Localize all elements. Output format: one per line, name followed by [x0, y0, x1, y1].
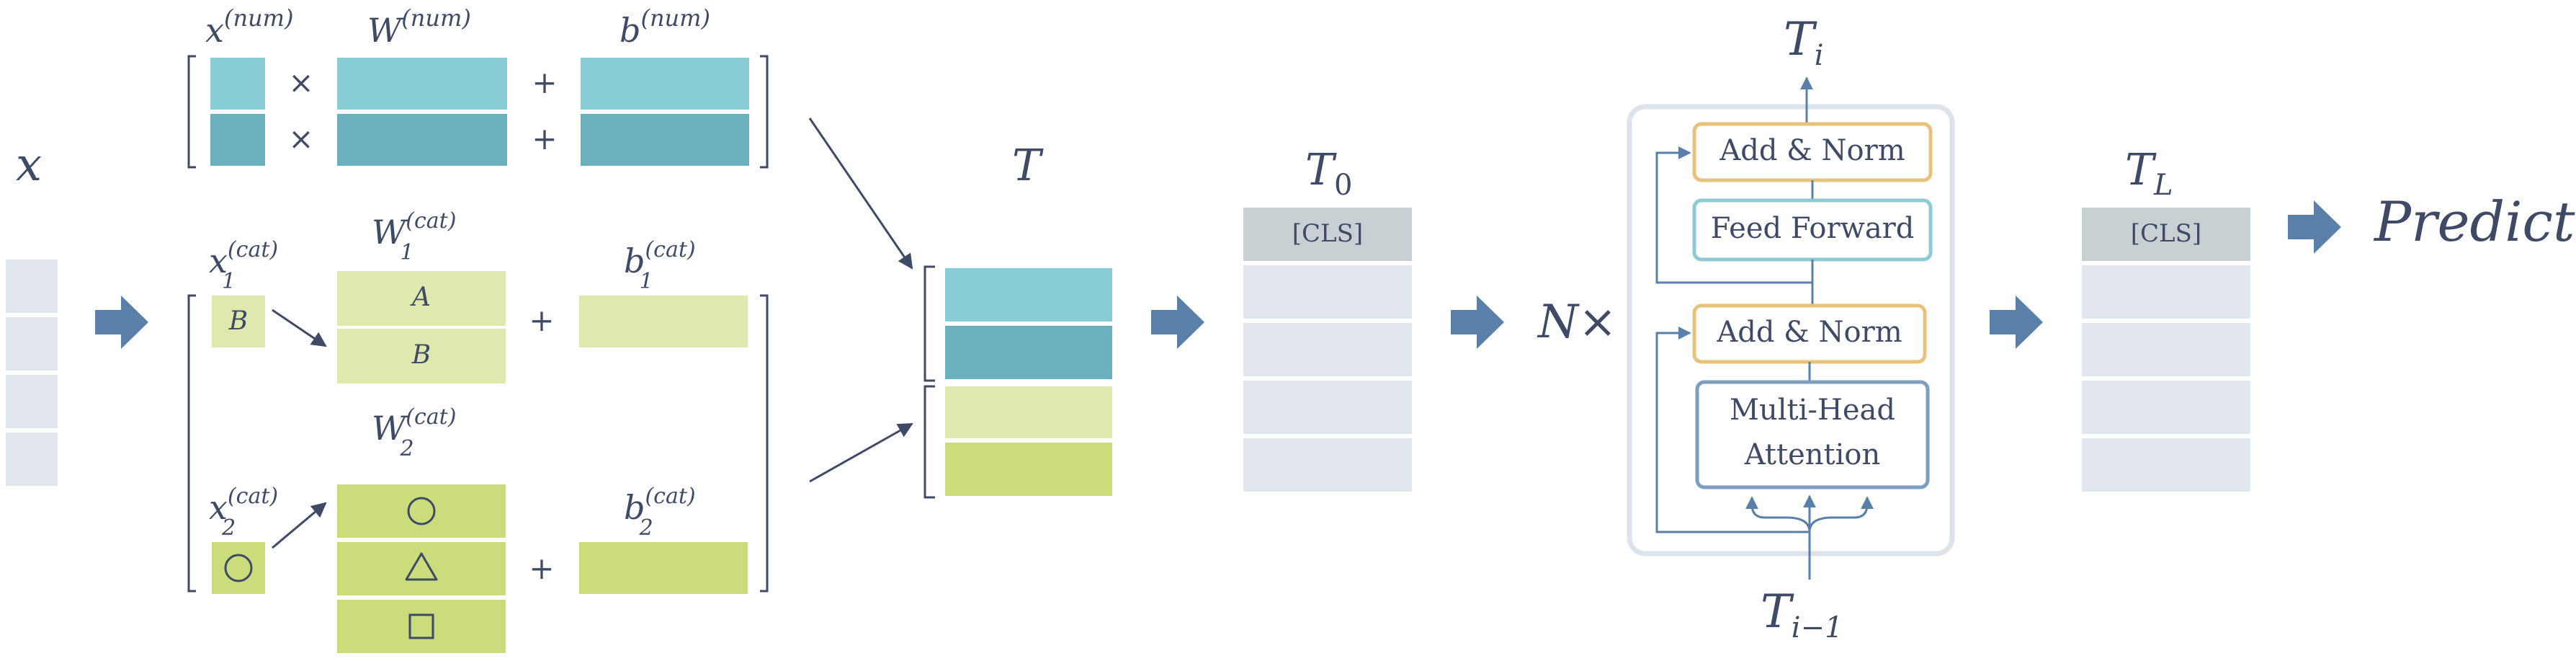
residual-connection-2 — [1655, 146, 1812, 284]
w2-row-circle — [337, 484, 506, 538]
input-slot-2 — [6, 317, 58, 371]
tl-cls-label: [CLS] — [2131, 219, 2201, 248]
input-branch-right — [1808, 496, 1874, 533]
flow-arrow-1 — [95, 296, 148, 349]
token-matrix-tl: TL [CLS] — [2082, 145, 2250, 492]
feed-forward-label: Feed Forward — [1711, 212, 1915, 245]
ti-minus-1-label: Ti−1 — [1761, 585, 1843, 644]
t0-row-3 — [1243, 381, 1412, 434]
t0-label: T0 — [1305, 145, 1352, 202]
x2-label: x(cat)2 — [209, 484, 278, 541]
n-times-label: N× — [1537, 296, 1617, 349]
token-matrix-t: T — [923, 141, 1112, 499]
flow-arrow-3 — [1451, 296, 1504, 349]
circle-icon — [407, 497, 436, 525]
input-x-label: x — [16, 138, 42, 192]
token-matrix-t0: T0 [CLS] — [1243, 145, 1412, 492]
w2-label: W(cat)2 — [372, 404, 456, 461]
x-num-label: x(num) — [205, 4, 293, 50]
x1-lookup-arrow — [272, 309, 327, 347]
ti-label: Ti — [1784, 13, 1823, 72]
x1-label: x(cat)1 — [209, 237, 278, 294]
plus-sign-cat-2: + — [529, 551, 554, 586]
plus-sign-cat-1: + — [529, 303, 554, 338]
tl-cls-row — [2082, 208, 2250, 261]
times-sign-2: × — [288, 121, 313, 156]
triangle-icon — [405, 552, 438, 581]
square-icon — [408, 613, 434, 639]
input-slot-3 — [6, 375, 58, 428]
b2-label: b(cat)2 — [624, 484, 696, 541]
bracket-num-right — [760, 55, 769, 169]
bracket-cat-right — [760, 294, 769, 593]
t-row-4 — [945, 443, 1112, 496]
input-x: x — [6, 138, 58, 486]
t0-row-1 — [1243, 265, 1412, 319]
flow-arrow-2 — [1151, 296, 1204, 349]
x1-cell — [212, 296, 265, 347]
x2-cell — [212, 542, 265, 594]
t0-row-2 — [1243, 323, 1412, 376]
x-num-cell-2 — [210, 114, 265, 166]
t-row-3 — [945, 386, 1112, 438]
b-num-label: b(num) — [620, 4, 710, 50]
w1-row-a — [337, 271, 506, 326]
bracket-num-left — [187, 55, 196, 169]
multi-head-label-line1: Multi-Head — [1730, 394, 1895, 427]
t0-cls-row — [1243, 208, 1412, 261]
multi-head-attention-box — [1695, 380, 1930, 489]
tl-row-1 — [2082, 265, 2250, 319]
b1-row — [579, 296, 748, 347]
numerical-embedding: x(num) W(num) b(num) × × + + — [187, 4, 769, 169]
circle-icon — [224, 554, 253, 582]
t0-row-4 — [1243, 438, 1412, 492]
t-label: T — [1012, 141, 1044, 191]
residual-connection-1 — [1655, 327, 1810, 533]
tl-row-3 — [2082, 381, 2250, 434]
w1-row-b-label: B — [411, 340, 431, 370]
input-slot-1 — [6, 259, 58, 313]
transformer-block: N× Ti Add & Norm Feed Forward Add & Norm… — [1537, 13, 1955, 644]
plus-sign-1: + — [532, 65, 557, 100]
cat-to-t-arrow — [809, 422, 913, 483]
x2-lookup-arrow — [272, 502, 327, 549]
w1-row-a-label: A — [410, 283, 431, 312]
tl-row-2 — [2082, 323, 2250, 376]
multi-head-label-line2: Attention — [1744, 438, 1880, 471]
w1-row-b — [337, 329, 506, 383]
b-num-row-1 — [581, 58, 749, 110]
t0-cls-label: [CLS] — [1292, 219, 1363, 248]
w1-label: W(cat)1 — [372, 208, 456, 265]
bracket-t-cat — [923, 385, 935, 499]
t-row-2 — [945, 326, 1112, 379]
x-num-cell-1 — [210, 58, 265, 110]
input-slot-4 — [6, 432, 58, 486]
t-row-1 — [945, 268, 1112, 321]
b2-row — [579, 542, 748, 594]
bracket-t-num — [923, 265, 935, 382]
w-num-row-2 — [337, 114, 507, 166]
times-sign-1: × — [288, 65, 313, 100]
add-norm-top-label: Add & Norm — [1719, 134, 1905, 167]
plus-sign-2: + — [532, 121, 557, 156]
tl-label: TL — [2125, 145, 2173, 202]
b1-label: b(cat)1 — [624, 237, 696, 294]
flow-arrow-5 — [2288, 200, 2341, 254]
w2-row-triangle — [337, 542, 506, 595]
b-num-row-2 — [581, 114, 749, 166]
num-to-t-arrow — [808, 117, 913, 270]
w-num-row-1 — [337, 58, 507, 110]
w-num-label: W(num) — [367, 4, 471, 50]
categorical-embedding: x(cat)1 W(cat)1 b(cat)1 B A B + W(cat)2 … — [187, 208, 769, 653]
add-norm-bottom-label: Add & Norm — [1716, 316, 1902, 349]
x1-value: B — [228, 306, 248, 336]
w2-row-square — [337, 600, 506, 653]
predict-label: Predict — [2373, 190, 2575, 254]
flow-arrow-4 — [1990, 296, 2043, 349]
bracket-cat-left — [187, 294, 196, 593]
tl-row-4 — [2082, 438, 2250, 492]
input-branch-left — [1745, 496, 1811, 533]
